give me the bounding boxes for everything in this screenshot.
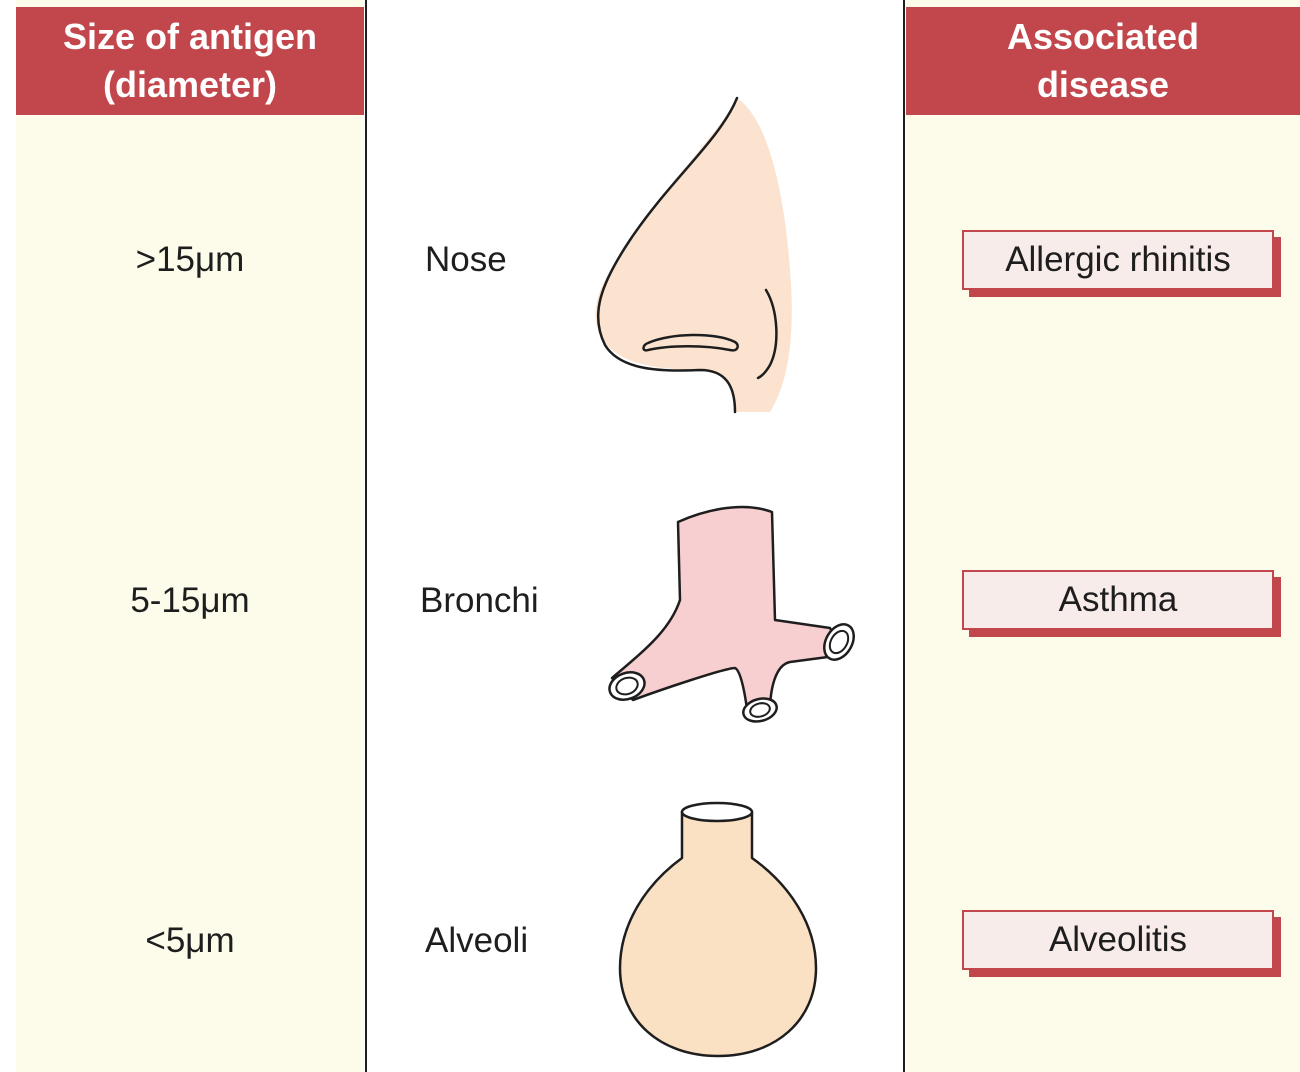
- nose-illustration: [596, 98, 792, 412]
- bronchi-illustration: [606, 507, 860, 725]
- alveoli-illustration: [620, 803, 816, 1056]
